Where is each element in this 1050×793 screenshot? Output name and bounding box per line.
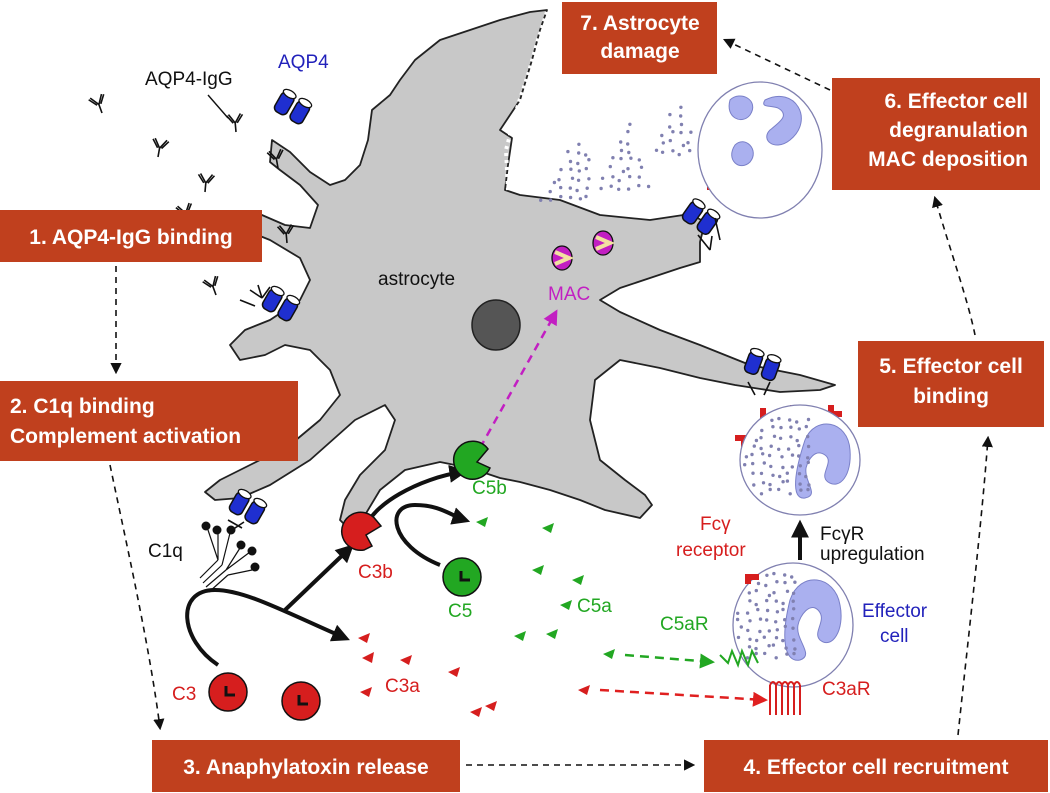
astrocyte-nucleus: [471, 299, 521, 351]
svg-text:6. Effector cell: 6. Effector cell: [884, 90, 1028, 113]
fcgr-up-label-2: upregulation: [820, 544, 925, 565]
step-2-box: 2. C1q binding Complement activation: [0, 381, 298, 461]
svg-text:binding: binding: [913, 385, 989, 408]
svg-text:degranulation: degranulation: [889, 119, 1028, 142]
step-5-box: 5. Effector cell binding: [858, 341, 1044, 427]
svg-text:MAC deposition: MAC deposition: [868, 148, 1028, 171]
c1q-complex: [199, 521, 260, 593]
c3a-chemotaxis-arrow: [599, 688, 768, 707]
c5ar-label: C5aR: [660, 614, 709, 635]
svg-text:4. Effector cell recruitment: 4. Effector cell recruitment: [744, 756, 1009, 779]
mac-label: MAC: [548, 284, 590, 305]
astrocyte-label: astrocyte: [378, 269, 455, 290]
c5a-label: C5a: [577, 596, 612, 617]
c5-label: C5: [448, 601, 472, 622]
svg-text:1. AQP4-IgG binding: 1. AQP4-IgG binding: [29, 226, 232, 249]
complement-c3-icon: [208, 511, 383, 721]
svg-text:7. Astrocyte: 7. Astrocyte: [580, 12, 699, 35]
effector-cell-degranulating: [697, 81, 823, 219]
fcg-receptor-label-1: Fcγ: [700, 514, 731, 535]
complement-c5-icon: [442, 440, 491, 597]
aqp4-label: AQP4: [278, 52, 329, 73]
svg-text:damage: damage: [600, 40, 679, 63]
c3ar-label: C3aR: [822, 679, 871, 700]
svg-text:Complement activation: Complement activation: [10, 425, 241, 448]
step-7-box: 7. Astrocyte damage: [562, 2, 717, 74]
svg-text:5. Effector cell: 5. Effector cell: [879, 355, 1023, 378]
fcg-receptor-label-2: receptor: [676, 540, 746, 561]
effector-cell-bound: [739, 404, 861, 516]
astrocyte-cell: astrocyte: [204, 9, 836, 531]
c5b-to-mac-arrow: [478, 309, 558, 449]
c3-label: C3: [172, 684, 196, 705]
receptor-coil-icon: [719, 648, 801, 715]
c5a-fragments: [476, 517, 615, 659]
step-1-box: 1. AQP4-IgG binding: [0, 210, 262, 262]
svg-text:3. Anaphylatoxin release: 3. Anaphylatoxin release: [183, 756, 429, 779]
step-3-box: 3. Anaphylatoxin release: [152, 740, 460, 792]
flow-arrows: [109, 38, 993, 771]
effector-label-1: Effector: [862, 601, 928, 622]
svg-text:2. C1q binding: 2. C1q binding: [10, 395, 155, 418]
c3a-label: C3a: [385, 676, 420, 697]
granule-cloud-icon: [539, 105, 693, 202]
fcgr-up-label-1: FcγR: [820, 524, 864, 545]
step-4-box: 4. Effector cell recruitment: [704, 740, 1048, 792]
step-6-box: 6. Effector cell degranulation MAC depos…: [832, 78, 1040, 190]
c1q-label: C1q: [148, 541, 183, 562]
c3b-label: C3b: [358, 562, 393, 583]
effector-label-2: cell: [880, 626, 909, 647]
c5a-chemotaxis-arrow: [624, 653, 715, 669]
antibody-icon: [87, 92, 296, 299]
c5b-label: C5b: [472, 478, 507, 499]
mac-pore-icon: [551, 230, 616, 271]
c3a-fragments: [358, 633, 590, 717]
aqp4-igg-label: AQP4-IgG: [145, 69, 233, 90]
